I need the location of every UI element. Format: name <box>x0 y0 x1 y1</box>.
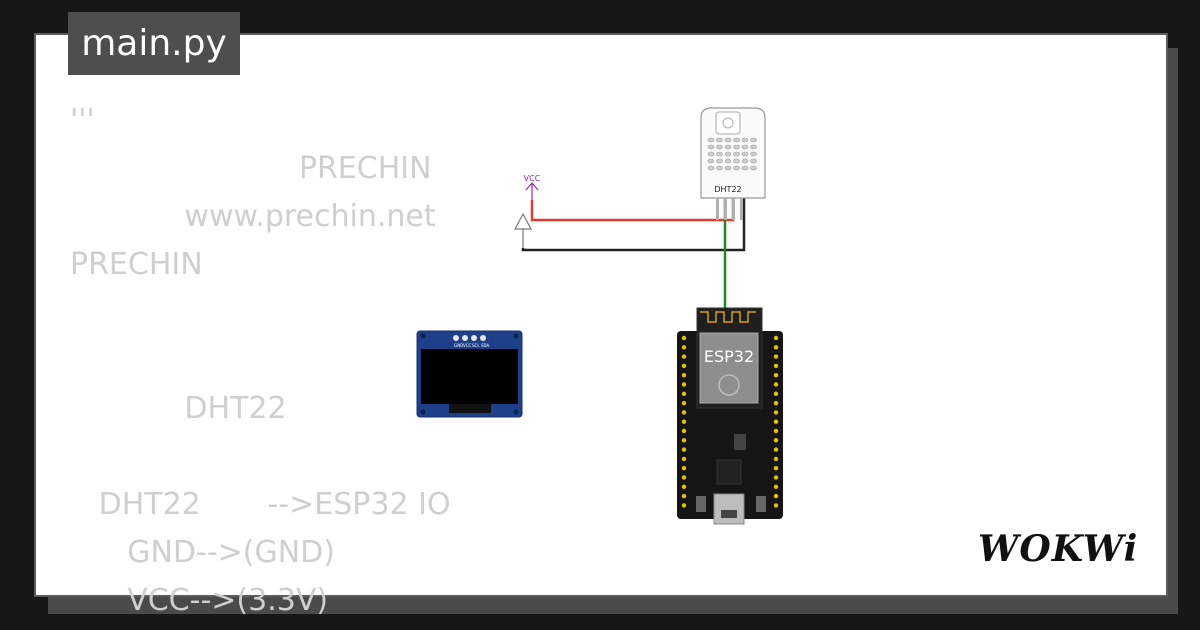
gnd-symbol <box>514 212 532 248</box>
vcc-label: VCC <box>524 174 541 183</box>
oled-pin-label: SCL <box>472 343 480 348</box>
code-line: PRECHIN <box>70 247 203 282</box>
oled-pin-label: SDA <box>481 343 490 348</box>
logo-text: WOKWi <box>978 528 1139 570</box>
gnd-wire[interactable] <box>521 198 746 252</box>
code-line: DHT22 -->ESP32 IO <box>70 487 451 522</box>
vcc-wire[interactable] <box>530 198 735 222</box>
dht22-label: DHT22 <box>714 185 741 194</box>
code-line: ''' <box>70 103 95 138</box>
file-tab: main.py <box>68 12 240 75</box>
diagram-canvas: ''' PRECHIN www.prechin.net PRECHIN DHT2… <box>34 33 1168 618</box>
oled-display[interactable]: GND VCC SCL SDA <box>416 330 523 418</box>
code-line: GND-->(GND) <box>70 535 335 570</box>
code-line: PRECHIN <box>70 151 432 186</box>
oled-pin-label: GND <box>454 343 463 348</box>
code-line: www.prechin.net <box>70 199 436 234</box>
code-preview: ''' PRECHIN www.prechin.net PRECHIN DHT2… <box>70 97 451 625</box>
dht22-sensor[interactable]: DHT22 <box>700 107 766 220</box>
oled-pin-label: VCC <box>463 343 472 348</box>
code-line: VCC-->(3.3V) <box>70 583 329 618</box>
esp32-label: ESP32 <box>704 347 754 366</box>
code-line: DHT22 <box>70 391 287 426</box>
wokwi-logo: WOKWi <box>978 528 1138 570</box>
vcc-symbol: VCC <box>524 174 541 200</box>
file-name: main.py <box>81 23 227 64</box>
esp32-board[interactable]: ESP32 <box>677 307 783 525</box>
